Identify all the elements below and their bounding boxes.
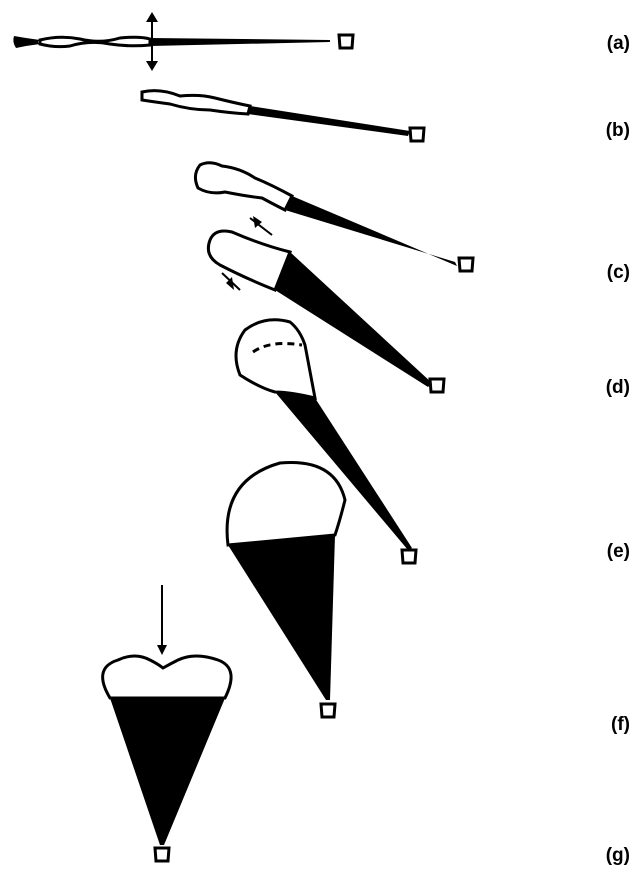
stage-a-pilot-chute [13, 36, 40, 48]
stage-c-canopy-upper [195, 163, 292, 210]
stage-a-lines [150, 38, 330, 46]
stage-c-canopy-lower [208, 231, 290, 290]
stage-e-canopy [227, 462, 345, 545]
stage-d-payload [402, 550, 416, 563]
stage-e-lines [228, 535, 335, 700]
stage-c-lines-upper [285, 196, 457, 266]
stage-f-lines [110, 698, 225, 845]
stage-a-canopy-stretch [13, 12, 353, 71]
label-c: (c) [607, 262, 630, 284]
label-b: (b) [606, 120, 630, 142]
stage-b-lines [248, 106, 410, 136]
stage-e-near-full-inflation [227, 462, 345, 717]
stage-f-canopy [103, 656, 231, 698]
stage-f-apex-arrowhead [157, 645, 167, 655]
stage-f-payload [155, 848, 169, 861]
label-g: (g) [606, 845, 630, 867]
stage-f-full-inflation [103, 585, 231, 861]
stage-c-arrow-up [250, 218, 272, 235]
stage-b-canopy [142, 91, 250, 114]
stage-e-payload [321, 704, 335, 717]
stage-b-canopy-stretch [142, 91, 424, 141]
label-f: (f) [611, 714, 630, 736]
stage-c-payload-lower [430, 379, 444, 392]
stage-a-canopy [40, 37, 150, 46]
stage-a-payload [339, 35, 353, 48]
label-d: (d) [606, 377, 630, 399]
label-a: (a) [607, 33, 630, 55]
stage-d-canopy [236, 320, 315, 398]
label-e: (e) [607, 541, 630, 563]
stage-b-payload [410, 128, 424, 141]
stage-c-payload-upper [459, 258, 473, 271]
